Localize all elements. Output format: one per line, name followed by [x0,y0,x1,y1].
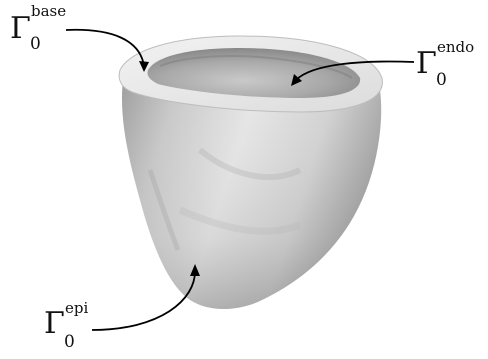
label-gamma-epi: Γ epi 0 [44,309,65,339]
label-gamma-endo-symbol: Γ [416,46,437,81]
label-gamma-endo-superscript: endo [437,40,474,55]
label-gamma-base-subscript: 0 [30,36,41,53]
label-gamma-epi-superscript: epi [65,301,88,316]
label-gamma-base: Γ base 0 [10,14,31,44]
label-gamma-endo-subscript: 0 [436,72,447,89]
label-gamma-endo: Γ endo 0 [416,49,437,79]
label-gamma-base-superscript: base [31,4,66,19]
label-gamma-base-symbol: Γ [10,11,31,46]
label-gamma-epi-symbol: Γ [44,306,65,341]
label-gamma-epi-subscript: 0 [64,334,75,351]
